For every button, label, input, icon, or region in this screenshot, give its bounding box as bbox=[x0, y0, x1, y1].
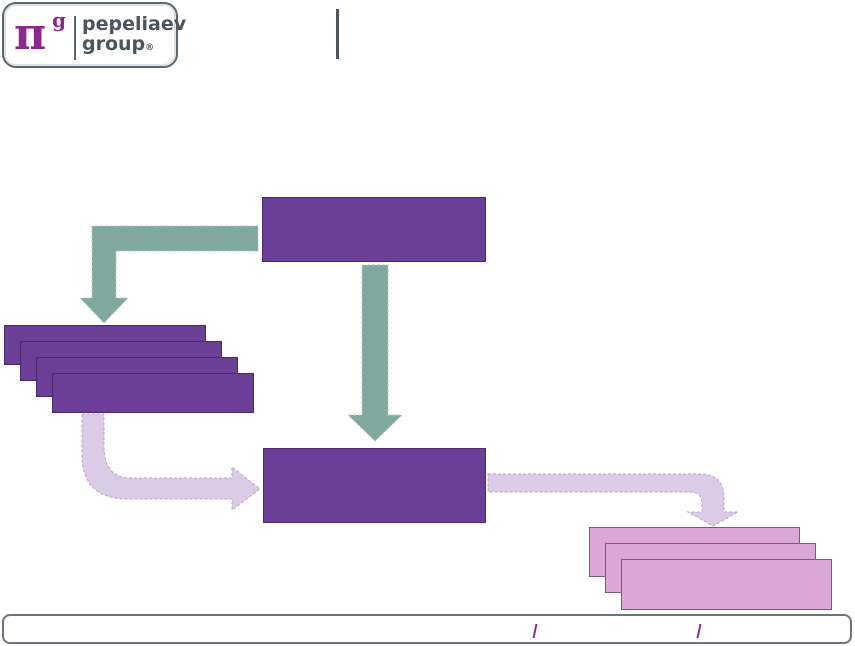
stack-box-4 bbox=[52, 373, 254, 413]
logo-pi-symbol: π bbox=[14, 9, 47, 60]
header-divider bbox=[336, 9, 339, 59]
arrow-top-to-middle bbox=[346, 264, 404, 442]
footer-bar bbox=[2, 614, 852, 644]
arrow-stack-to-middle bbox=[81, 413, 261, 511]
arrow-middle-to-output bbox=[487, 473, 740, 527]
logo-divider bbox=[74, 16, 76, 60]
logo-line-2: group® bbox=[82, 33, 155, 55]
footer-marker-1 bbox=[532, 624, 538, 638]
logo-superscript: g bbox=[52, 8, 66, 32]
middle-process-box bbox=[263, 448, 486, 523]
output-box-3 bbox=[621, 559, 832, 610]
arrow-top-to-left-stack bbox=[78, 225, 259, 324]
top-process-box bbox=[262, 197, 486, 262]
company-logo: π g pepeliaev group® bbox=[2, 2, 186, 68]
logo-line-1: pepeliaev bbox=[82, 13, 187, 35]
logo-wordmark: pepeliaev group® bbox=[82, 14, 186, 58]
footer-marker-2 bbox=[696, 624, 702, 638]
